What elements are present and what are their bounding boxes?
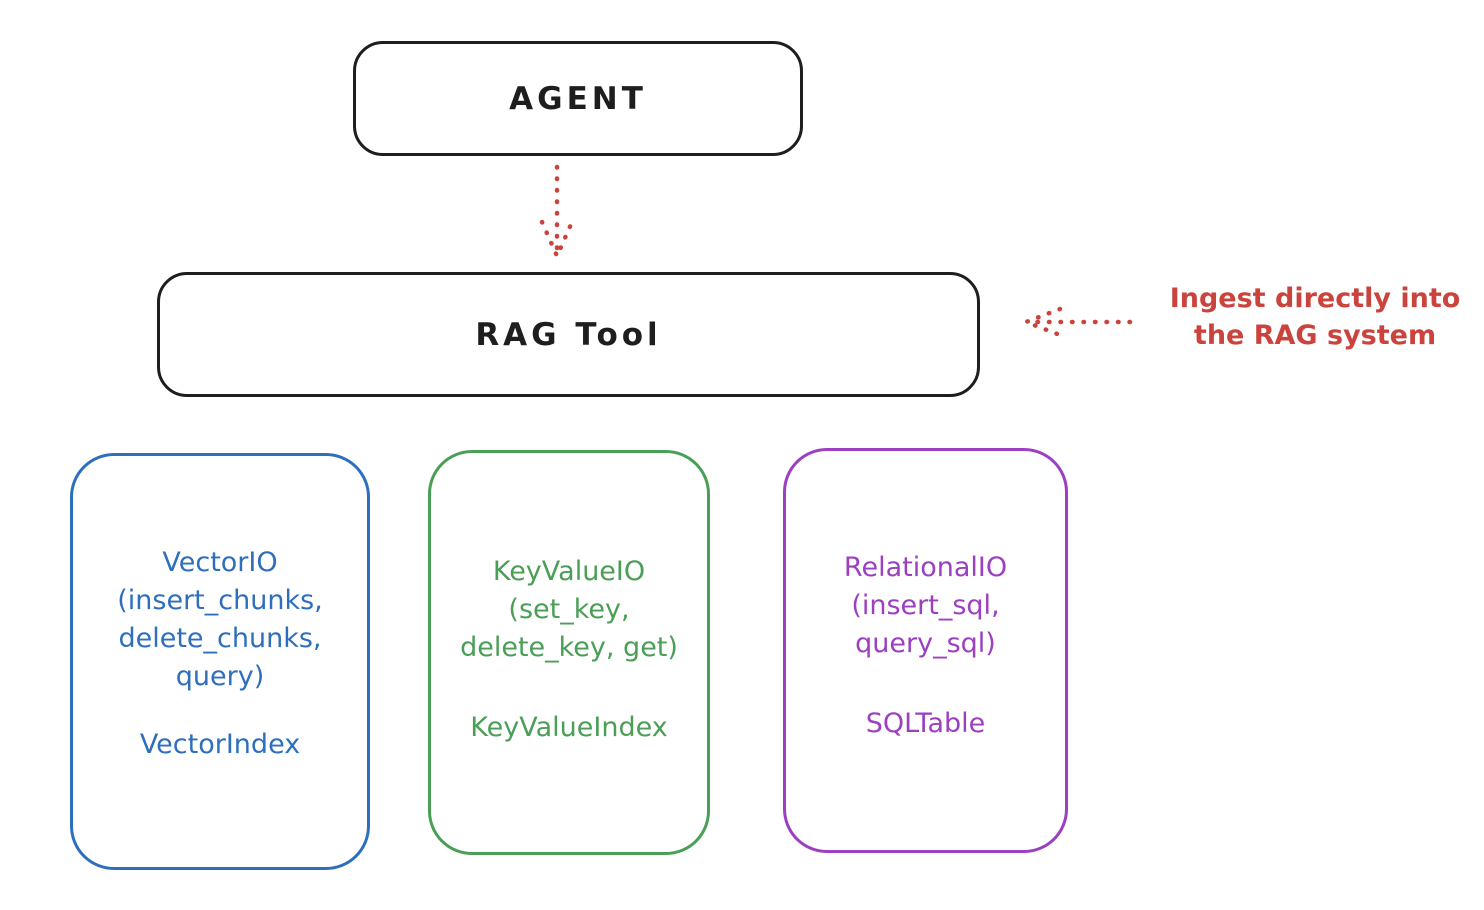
ingest-annotation: Ingest directly into the RAG system — [1140, 280, 1484, 354]
ingest-annotation-line1: Ingest directly into — [1169, 283, 1461, 314]
vectorio-index-label: VectorIndex — [139, 729, 301, 760]
rag-tool-box: RAG Tool — [157, 272, 980, 397]
dotted-left-arrow-icon — [1019, 306, 1133, 338]
relationalio-box: RelationalIO (insert_sql, query_sql) SQL… — [783, 448, 1068, 853]
dotted-down-arrow-icon — [539, 164, 575, 262]
vectorio-methods: VectorIO (insert_chunks, delete_chunks, … — [117, 547, 323, 692]
relationalio-index-label: SQLTable — [865, 708, 986, 739]
rag-tool-label: RAG Tool — [475, 316, 662, 353]
relationalio-methods: RelationalIO (insert_sql, query_sql) — [843, 552, 1008, 659]
agent-label: AGENT — [509, 80, 647, 117]
vectorio-box: VectorIO (insert_chunks, delete_chunks, … — [70, 453, 370, 870]
keyvalueio-index-label: KeyValueIndex — [470, 712, 668, 743]
ingest-annotation-line2: the RAG system — [1193, 320, 1437, 351]
agent-box: AGENT — [353, 41, 803, 156]
keyvalueio-box: KeyValueIO (set_key, delete_key, get) Ke… — [428, 450, 710, 855]
keyvalueio-methods: KeyValueIO (set_key, delete_key, get) — [460, 556, 678, 663]
